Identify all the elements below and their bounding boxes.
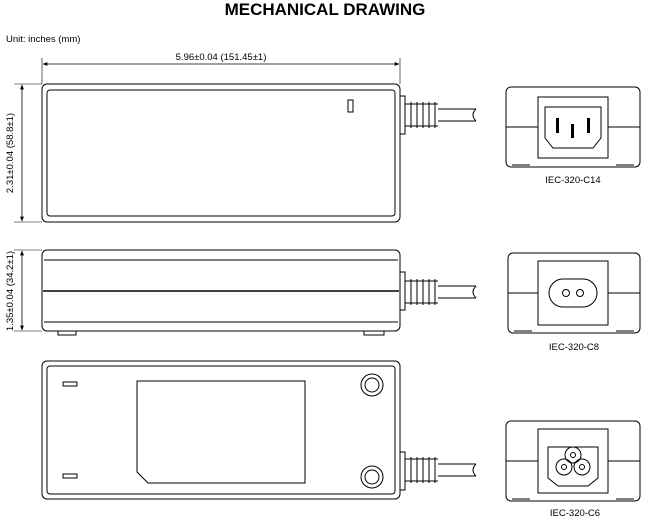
- end-view-c6: IEC-320-C6: [505, 420, 641, 519]
- vent-slot: [62, 381, 78, 387]
- led-indicator: [347, 99, 354, 113]
- c8-socket: [548, 278, 598, 308]
- vent-slot: [62, 473, 78, 479]
- c14-socket: [544, 106, 602, 149]
- connector-label-c6: IEC-320-C6: [550, 508, 600, 519]
- width-dimension: 2.31±0.04 (58.8±1): [5, 113, 16, 193]
- drawing-title: MECHANICAL DRAWING: [225, 0, 426, 19]
- rubber-foot: [360, 465, 384, 489]
- end-view-c14: IEC-320-C14: [505, 86, 641, 186]
- bottom-view: [41, 360, 477, 500]
- connector-label-c14: IEC-320-C14: [545, 175, 600, 186]
- connector-label-c8: IEC-320-C8: [549, 342, 599, 353]
- end-view-c8: IEC-320-C8: [507, 252, 641, 353]
- height-dimension: 1.35±0.04 (34.2±1): [5, 251, 16, 331]
- label-area: [136, 380, 306, 484]
- top-view: 5.96±0.04 (151.45±1) 2.31±0.04 (58.8±1): [5, 52, 477, 223]
- unit-note: Unit: inches (mm): [6, 34, 80, 45]
- c6-cloverleaf: [555, 446, 591, 476]
- rubber-foot: [360, 373, 384, 397]
- length-dimension: 5.96±0.04 (151.45±1): [176, 52, 267, 63]
- c6-socket: [547, 446, 599, 487]
- side-view: 1.35±0.04 (34.2±1): [5, 249, 477, 336]
